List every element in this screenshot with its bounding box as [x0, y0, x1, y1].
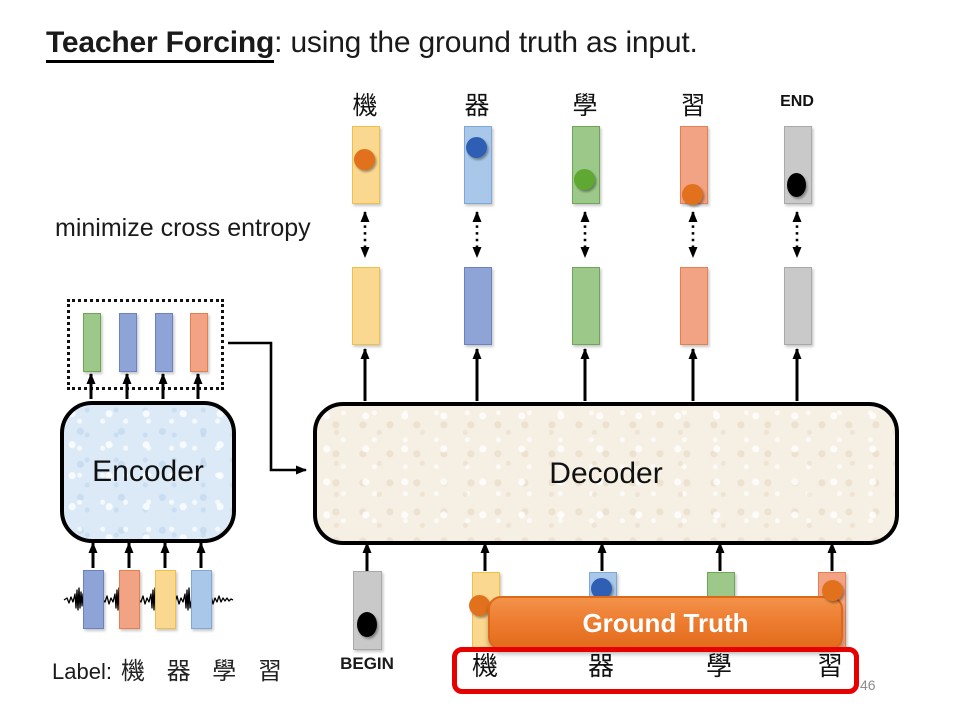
decoder-box: Decoder — [313, 402, 899, 545]
decoder-output-bar-4 — [680, 267, 708, 345]
feature-bar-1 — [83, 570, 104, 629]
encoder-label: Encoder — [92, 455, 204, 488]
gt-dot-blue — [591, 578, 612, 599]
title-term: Teacher Forcing — [46, 26, 274, 63]
output-dist-bar-3 — [572, 126, 600, 204]
output-token-label-3: 學 — [572, 91, 598, 120]
output-token-label-4: 習 — [680, 91, 706, 120]
output-token-label-1: 機 — [352, 91, 378, 120]
latent-bar-4 — [190, 313, 208, 372]
decoder-output-bar-2 — [464, 267, 492, 345]
begin-input-bar — [353, 571, 382, 650]
title-rest: : using the ground truth as input. — [274, 26, 698, 59]
label-tokens: 機 器 學 習 — [120, 657, 289, 685]
feature-bar-4 — [191, 570, 212, 629]
decoder-output-arrows — [360, 348, 802, 401]
gt-token-4: 習 — [816, 652, 843, 682]
sample-dot-blue — [466, 137, 487, 158]
encoder-box: Encoder — [60, 401, 236, 543]
sample-dot-end — [787, 173, 806, 197]
label-row: Label: 機 器 學 習 — [52, 651, 289, 686]
slide-title: Teacher Forcing: using the ground truth … — [46, 26, 698, 63]
feature-bar-3 — [155, 570, 176, 629]
latent-bar-2 — [119, 313, 137, 372]
feature-bar-2 — [119, 570, 140, 629]
sample-dot-green — [574, 169, 595, 190]
latent-to-decoder-connector — [228, 341, 307, 475]
output-token-label-end: END — [780, 93, 814, 110]
gt-dot-orange-2 — [822, 580, 843, 601]
decoder-output-bar-1 — [352, 267, 380, 345]
gt-token-2: 器 — [587, 652, 614, 682]
loss-annotation: minimize cross entropy — [55, 214, 311, 242]
ground-truth-banner: Ground Truth — [488, 596, 843, 650]
latent-bar-3 — [155, 313, 173, 372]
page-number: 46 — [860, 677, 876, 693]
gt-token-1: 機 — [471, 652, 498, 682]
cross-entropy-arrows — [360, 211, 802, 258]
gt-dot-orange-1 — [469, 595, 490, 616]
gt-token-3: 學 — [705, 652, 732, 682]
begin-dot — [357, 612, 377, 637]
encoder-input-arrows — [88, 542, 206, 568]
ground-truth-label: Ground Truth — [582, 607, 749, 638]
decoder-input-arrows — [362, 542, 837, 571]
decoder-output-bar-5 — [784, 267, 812, 345]
decoder-label: Decoder — [549, 456, 663, 490]
begin-label: BEGIN — [340, 654, 394, 673]
sample-dot-orange-1 — [354, 149, 375, 170]
output-token-label-2: 器 — [464, 91, 490, 120]
sample-dot-orange-2 — [682, 184, 703, 205]
latent-bar-1 — [83, 313, 101, 372]
latent-vectors-dashed-box — [67, 299, 224, 390]
ground-truth-highlight-box — [452, 647, 859, 694]
decoder-output-bar-3 — [572, 267, 600, 345]
label-prefix: Label: — [52, 659, 112, 684]
